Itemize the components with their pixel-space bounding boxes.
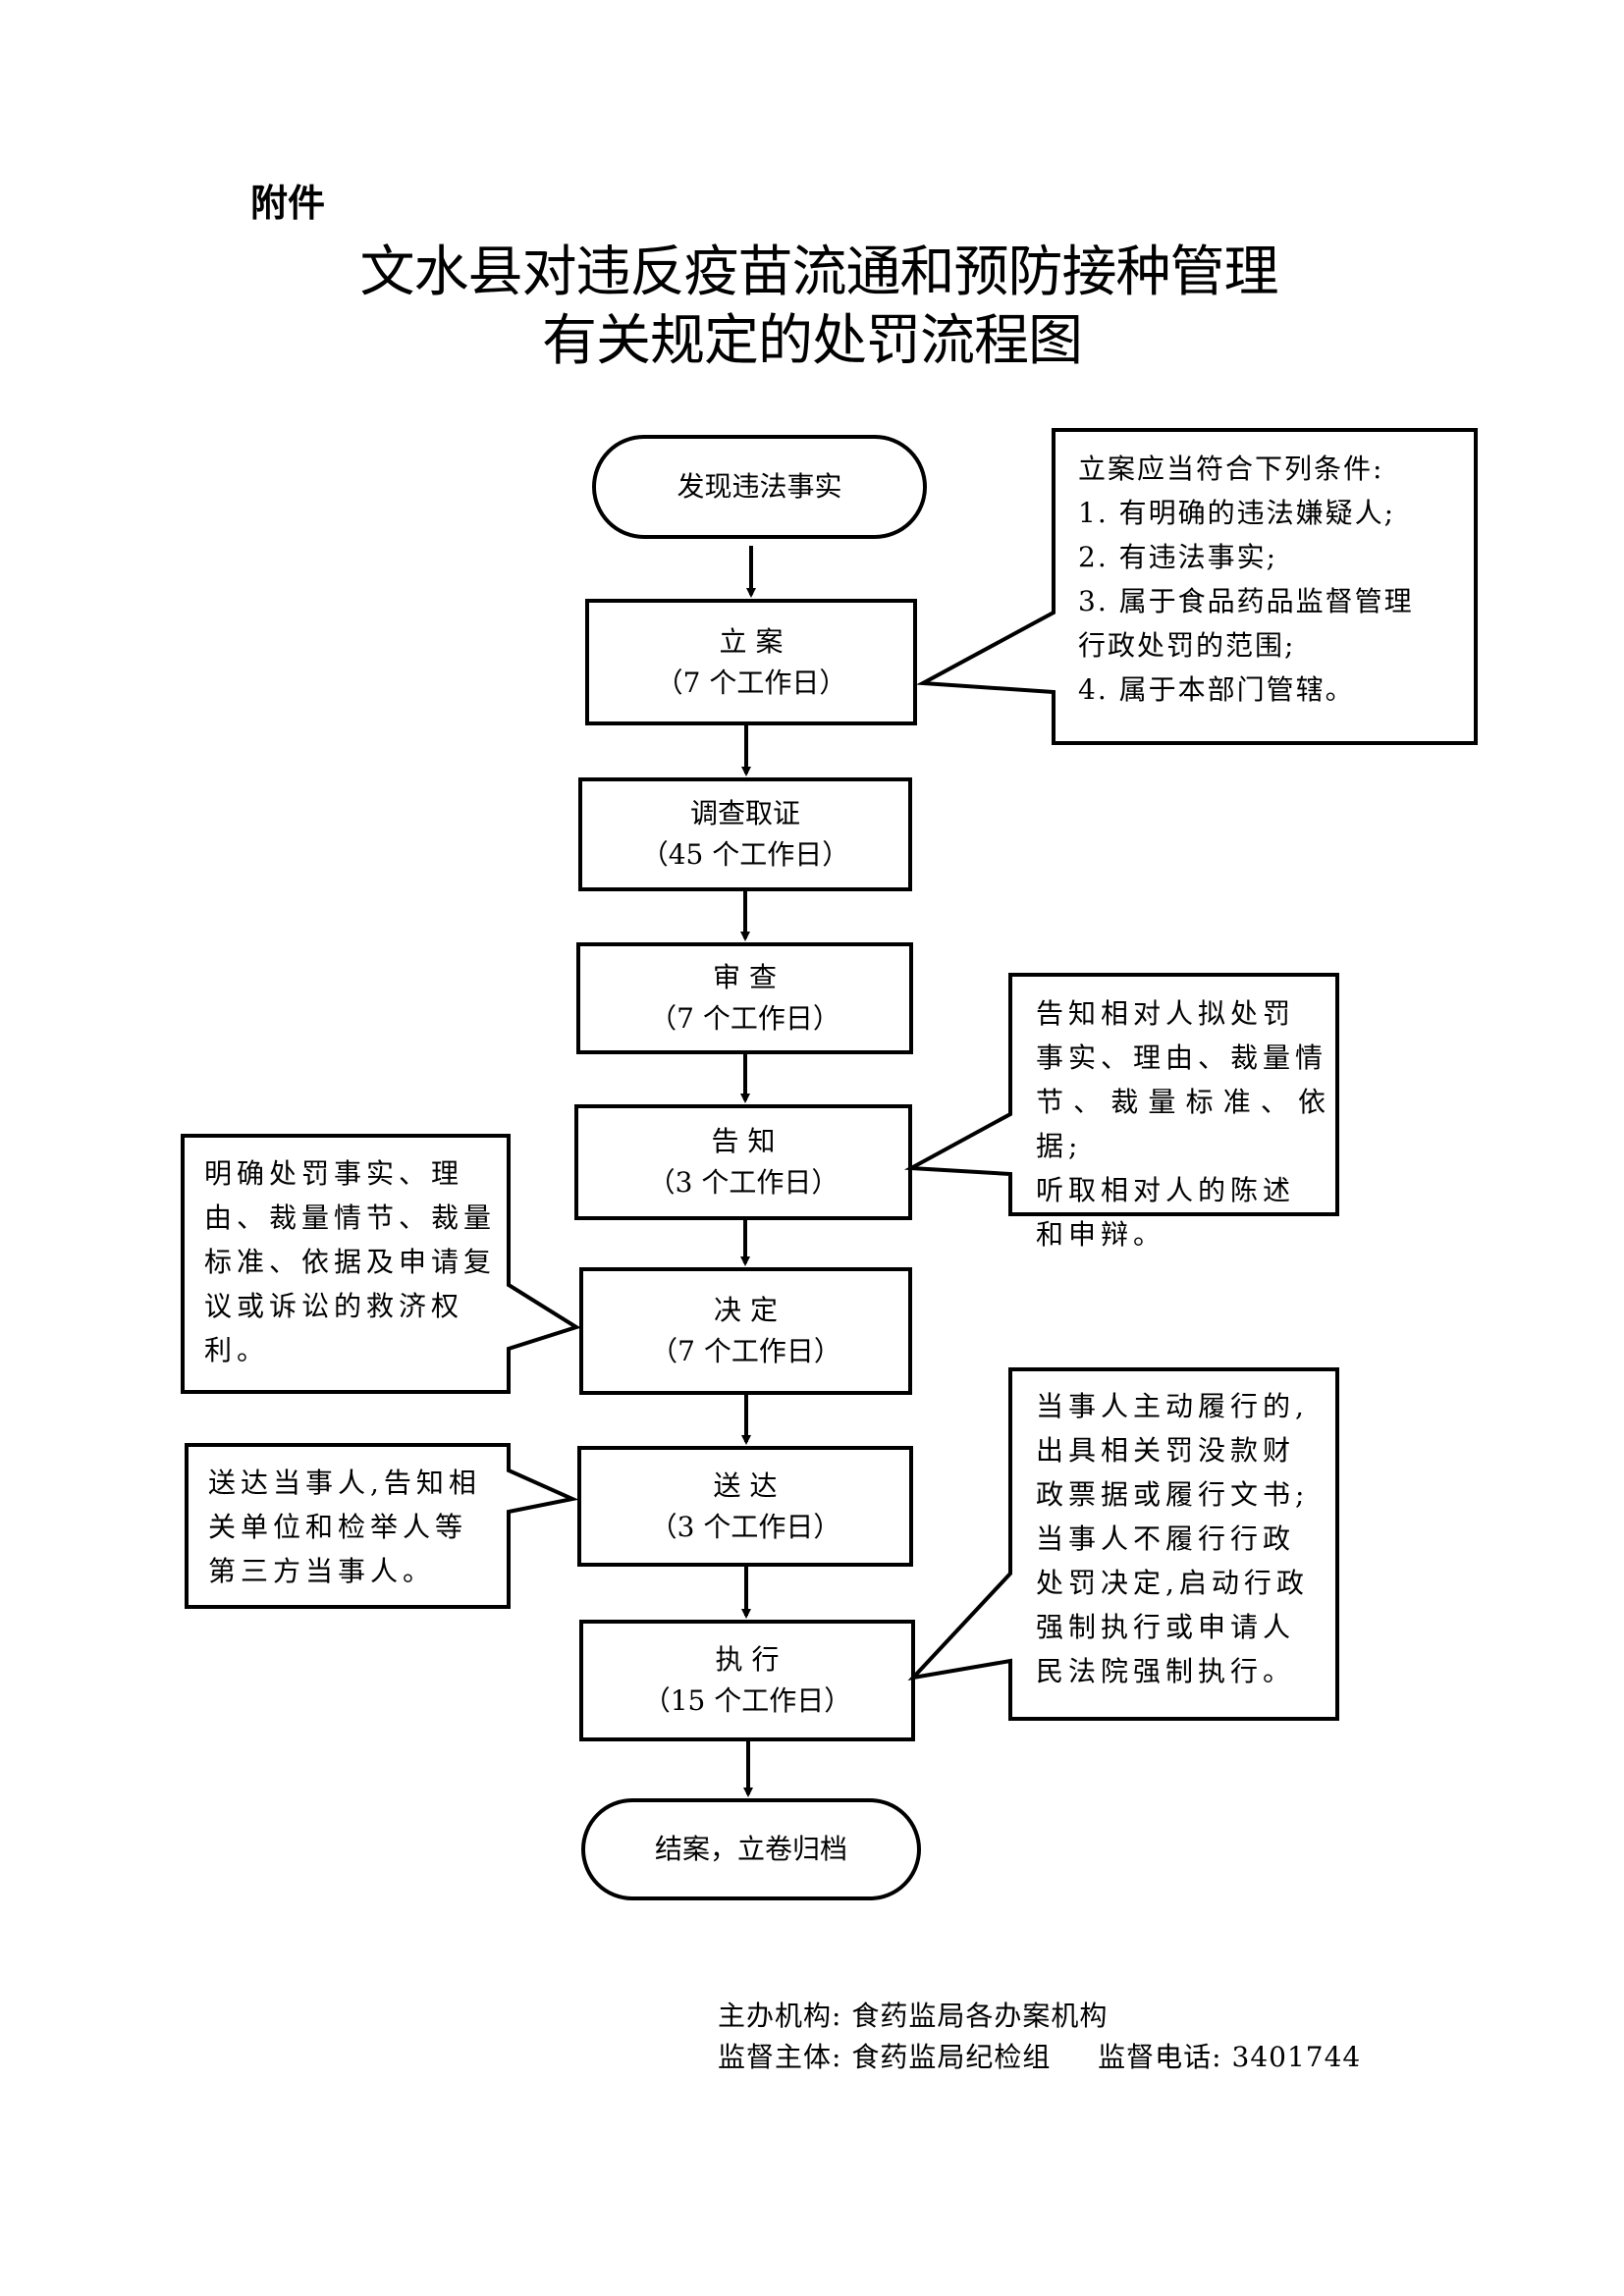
note-line: 告知相对人拟处罚 xyxy=(1036,997,1296,1030)
note-line: 由、裁量情节、裁量 xyxy=(204,1201,497,1234)
note-line: 1. 有明确的违法嫌疑人; xyxy=(1078,497,1396,529)
step-service-duration: （3 个工作日） xyxy=(649,1510,841,1543)
note-line: 节、裁量标准、依据; xyxy=(1036,1086,1330,1162)
step-start-name: 发现违法事实 xyxy=(677,470,842,503)
step-investigation: 调查取证 （45 个工作日） xyxy=(580,779,910,889)
step-execution: 执 行 （15 个工作日） xyxy=(581,1622,913,1739)
step-review: 审 查 （7 个工作日） xyxy=(578,944,911,1052)
page-title-line-2: 有关规定的处罚流程图 xyxy=(542,309,1083,373)
note-line: 和申辩。 xyxy=(1036,1218,1166,1251)
note-notification-text: 告知相对人拟处罚 事实、理由、裁量情 节、裁量标准、依据; 听取相对人的陈述 和… xyxy=(1036,991,1330,1256)
notification-box xyxy=(574,1104,912,1220)
note-line: 标准、依据及申请复 xyxy=(204,1246,497,1278)
note-line: 明确处罚事实、理 xyxy=(204,1157,464,1190)
note-line: 4. 属于本部门管辖。 xyxy=(1078,673,1355,706)
organizer-label: 主办机构: xyxy=(718,2000,842,2032)
note-line: 送达当事人,告知相 xyxy=(208,1467,481,1499)
note-filing-callout xyxy=(915,428,1478,745)
note-execution-text: 当事人主动履行的, 出具相关罚没款财 政票据或履行文书; 当事人不履行行政 处罚… xyxy=(1036,1384,1330,1693)
organizer-value: 食药监局各办案机构 xyxy=(851,2000,1109,2032)
decision-box xyxy=(579,1267,912,1395)
page-title-line-1: 文水县对违反疫苗流通和预防接种管理 xyxy=(359,240,1279,304)
step-investigation-duration: （45 个工作日） xyxy=(640,838,850,871)
step-decision-duration: （7 个工作日） xyxy=(650,1335,841,1367)
note-line: 听取相对人的陈述 xyxy=(1036,1174,1296,1206)
step-notification-duration: （3 个工作日） xyxy=(647,1166,839,1199)
step-review-name: 审 查 xyxy=(713,961,777,993)
step-service-name: 送 达 xyxy=(713,1468,778,1502)
note-line: 利。 xyxy=(204,1334,270,1366)
note-line: 立案应当符合下列条件: xyxy=(1078,453,1384,485)
investigation-box xyxy=(578,777,912,891)
start-terminal xyxy=(592,435,927,539)
step-review-duration: （7 个工作日） xyxy=(649,1002,840,1035)
phone-value: 3401744 xyxy=(1231,2041,1362,2073)
note-decision-callout xyxy=(181,1134,581,1394)
review-box xyxy=(576,942,913,1054)
note-line: 行政处罚的范围; xyxy=(1078,629,1296,662)
step-execution-duration: （15 个工作日） xyxy=(642,1684,852,1717)
step-end-name: 结案，立卷归档 xyxy=(654,1833,847,1865)
note-line: 议或诉讼的救济权 xyxy=(204,1290,464,1322)
end-terminal xyxy=(581,1798,921,1900)
execution-box xyxy=(579,1620,915,1741)
note-line: 民法院强制执行。 xyxy=(1036,1655,1296,1687)
note-service-callout xyxy=(185,1443,579,1609)
note-line: 政票据或履行文书; xyxy=(1036,1478,1310,1511)
step-start: 发现违法事实 xyxy=(594,437,925,537)
attachment-label: 附件 xyxy=(250,182,326,225)
note-line: 关单位和检举人等 xyxy=(208,1511,468,1543)
note-execution-callout xyxy=(907,1367,1339,1721)
supervisor-label: 监督主体: xyxy=(718,2041,842,2073)
step-execution-name: 执 行 xyxy=(715,1643,780,1676)
step-notification: 告 知 （3 个工作日） xyxy=(576,1106,910,1218)
note-line: 当事人主动履行的, xyxy=(1036,1390,1309,1422)
footer-supervisor: 监督主体: 食药监局纪检组 监督电话: 3401744 xyxy=(718,2037,1361,2078)
note-line: 2. 有违法事实; xyxy=(1078,541,1278,573)
step-decision: 决 定 （7 个工作日） xyxy=(581,1269,910,1393)
note-line: 3. 属于食品药品监督管理 xyxy=(1078,585,1414,617)
step-decision-name: 决 定 xyxy=(714,1294,778,1326)
step-filing-name: 立 案 xyxy=(719,624,784,658)
step-filing-duration: （7 个工作日） xyxy=(655,666,847,699)
step-end: 结案，立卷归档 xyxy=(583,1800,919,1898)
note-line: 当事人不履行行政 xyxy=(1036,1522,1296,1555)
filing-box xyxy=(585,599,917,725)
footer-organizer: 主办机构: 食药监局各办案机构 xyxy=(718,1996,1108,2037)
service-box xyxy=(577,1446,913,1567)
note-line: 事实、理由、裁量情 xyxy=(1036,1041,1328,1074)
note-service-text: 送达当事人,告知相 关单位和检举人等 第三方当事人。 xyxy=(208,1461,503,1593)
step-service: 送 达 （3 个工作日） xyxy=(579,1448,911,1565)
note-line: 处罚决定,启动行政 xyxy=(1036,1567,1309,1599)
phone-label: 监督电话: xyxy=(1098,2041,1222,2073)
note-line: 出具相关罚没款财 xyxy=(1036,1434,1296,1467)
note-decision-text: 明确处罚事实、理 由、裁量情节、裁量 标准、依据及申请复 议或诉讼的救济权 利。 xyxy=(204,1151,499,1372)
note-filing-text: 立案应当符合下列条件: 1. 有明确的违法嫌疑人; 2. 有违法事实; 3. 属… xyxy=(1078,447,1471,712)
supervisor-value: 食药监局纪检组 xyxy=(851,2041,1052,2073)
step-investigation-name: 调查取证 xyxy=(689,797,800,829)
note-line: 强制执行或申请人 xyxy=(1036,1611,1296,1643)
step-filing: 立 案 （7 个工作日） xyxy=(587,601,915,723)
note-line: 第三方当事人。 xyxy=(208,1555,436,1587)
step-notification-name: 告 知 xyxy=(711,1125,776,1157)
note-notification-callout xyxy=(903,973,1339,1216)
